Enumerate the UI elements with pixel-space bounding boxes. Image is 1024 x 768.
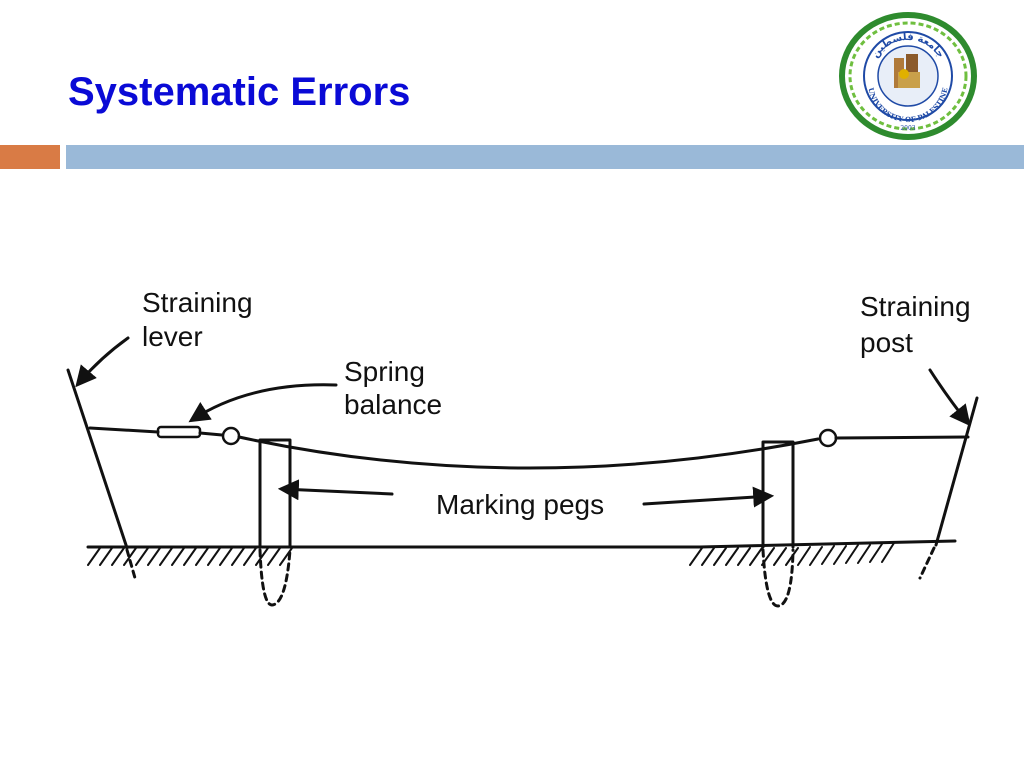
header-accent-bar <box>0 145 60 169</box>
arrow-straining-lever <box>75 336 130 388</box>
taping-diagram: Straining lever Spring balance Marking p… <box>66 287 979 608</box>
marking-peg-right <box>761 440 795 549</box>
label-straining-post-line2: post <box>860 327 913 358</box>
label-spring-balance-line1: Spring <box>344 356 425 387</box>
logo-year: 2003 <box>900 125 915 132</box>
spring-balance <box>156 425 202 439</box>
ground-line <box>86 539 957 549</box>
spring-balance-link <box>198 431 224 437</box>
marking-peg-left-buried <box>258 548 292 607</box>
building-emblem <box>894 54 920 88</box>
tape-ring-right <box>818 428 838 448</box>
marking-peg-right-buried <box>761 548 795 608</box>
tape-right-segment <box>834 435 970 440</box>
straining-lever-buried <box>125 548 137 580</box>
straining-lever <box>66 368 129 550</box>
arrow-spring-balance <box>188 383 338 423</box>
marking-peg-left <box>258 438 292 549</box>
label-straining-lever-line1: Straining <box>142 287 253 318</box>
tape-ring-left <box>221 426 241 446</box>
header-divider-bar <box>66 145 1024 169</box>
label-spring-balance-line2: balance <box>344 389 442 420</box>
ground-hatching-right <box>689 542 895 566</box>
tape-catenary <box>237 435 820 470</box>
arrow-marking-peg-left <box>277 479 394 501</box>
arrow-straining-post <box>928 368 971 427</box>
ground-hatching-left <box>87 547 293 566</box>
label-straining-post-line1: Straining <box>860 291 971 322</box>
straining-post <box>934 396 979 547</box>
label-straining-lever-line2: lever <box>142 321 203 352</box>
label-marking-pegs: Marking pegs <box>436 489 604 520</box>
slide-title: Systematic Errors <box>68 70 411 114</box>
straining-post-buried <box>918 546 936 580</box>
university-logo: جامعة فلسطين UNIVERSITY OF PALESTINE 200… <box>839 12 977 140</box>
arrow-marking-peg-right <box>642 486 775 508</box>
tape-left-segment <box>88 426 160 434</box>
